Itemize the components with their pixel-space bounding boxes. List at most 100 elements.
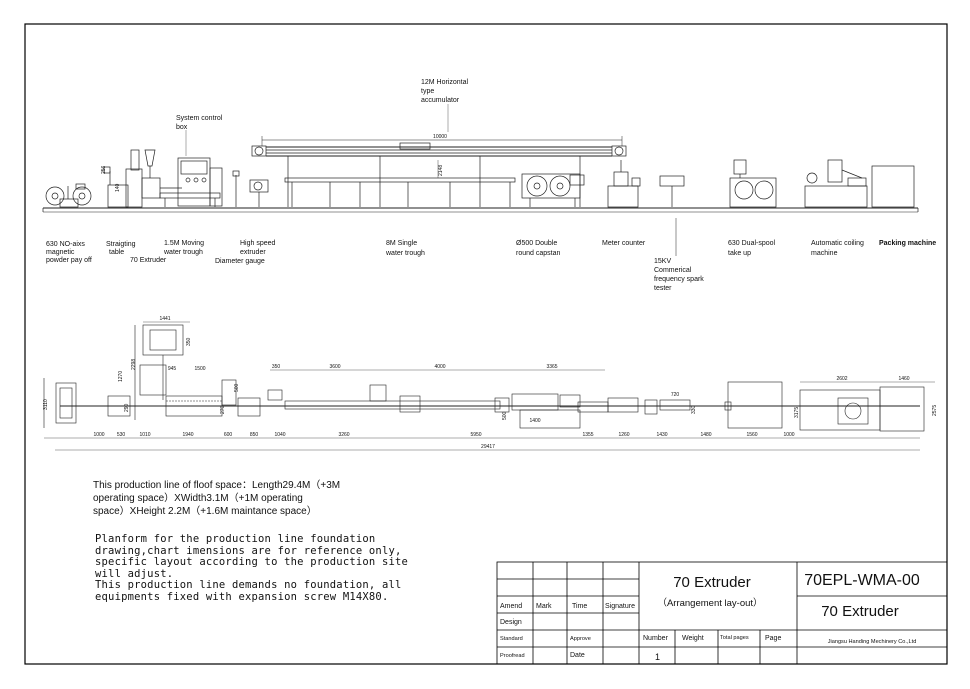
coiling-label-2: machine [811,250,838,257]
tb-total-pages: Total pages [720,635,749,641]
dim-v-1: 3110 [43,399,49,410]
tb-page: Page [765,635,781,642]
plan-dimension-lines [44,321,935,451]
dim-bottom-1: 1000 [93,432,104,438]
control-box [159,157,223,207]
floor-space-line-3: space）XHeight 2.2M（+1.6M maintance space… [93,506,317,517]
floor-space-line-2: operating space）XWidth3.1M（+1M operating [93,493,303,504]
plan-dimension-labels: 1441 350 3600 4000 3365 1500 945 2602 14… [43,316,938,450]
meter-counter-label: Meter counter [602,240,646,247]
packing-machine [871,165,915,208]
accumulator-label-2: type [421,88,434,95]
dim-top-1500: 1500 [194,366,205,372]
dim-bottom-13: 1480 [700,432,711,438]
title-block [496,561,948,665]
payoff-label-2: magnetic [46,249,75,256]
water-trough [284,177,516,207]
straightening-table [103,166,129,208]
dim-top-4000: 4000 [434,364,445,370]
dim-bottom-15: 1000 [783,432,794,438]
dim-v-8: 330 [691,405,697,414]
tb-approve: Approve [570,636,591,642]
spark-tester-label-3: frequency spark [654,276,704,283]
plan-view [43,324,925,432]
dim-v-2: 2298 [131,359,137,370]
tb-drawing-no: 70EPL-WMA-00 [804,572,920,589]
take-up-label-1: 630 Dual-spool [728,240,776,247]
dim-top-350: 350 [272,364,281,370]
dim-bottom-12: 1430 [656,432,667,438]
dim-top-945: 945 [168,366,177,372]
extruder-label: 70 Extruder [130,257,167,264]
dim-bottom-8: 3260 [338,432,349,438]
water-trough-label-2: water trough [385,250,425,257]
high-speed-extruder-label-1: High speed [240,240,276,247]
dim-bottom-11: 1260 [618,432,629,438]
dim-bottom-3: 1010 [139,432,150,438]
high-speed-extruder [232,170,269,207]
dim-v-4: 290 [124,403,130,412]
dim-top-3600: 3600 [329,364,340,370]
elevation-view [42,136,919,256]
dim-top-1460: 1460 [898,376,909,382]
tb-date: Date [570,652,585,659]
leader-lines [185,104,449,156]
foundation-line-2: drawing,chart imensions are for referenc… [95,544,402,557]
spark-tester-label-4: tester [654,285,672,292]
tb-subtitle: （Arrangement lay-out） [657,597,762,609]
title-block-text: 70 Extruder （Arrangement lay-out） 70EPL-… [500,572,920,662]
tb-page-value: 1 [655,652,660,662]
dim-bottom-14: 1560 [746,432,757,438]
accumulator-label-3: accumulator [421,97,460,104]
floor-space-line-1: This production line of floof space：Leng… [93,480,341,491]
dim-v-10: 500 [502,411,508,420]
tb-amend: Amend [500,603,522,610]
capstan [521,173,585,207]
foundation-line-3: specific layout according to the product… [95,556,409,568]
extruder-machine [125,149,182,208]
dim-256: 256 [101,165,107,174]
dim-bottom-2: 530 [117,432,126,438]
payoff-label-1: 630 NO-aixs [46,241,85,248]
dim-v-3: 1270 [118,371,124,382]
high-speed-extruder-label-2: extruder [240,249,266,256]
dim-top-1400: 1400 [529,418,540,424]
dim-v-6: 500 [234,383,240,392]
elevation-labels: 630 NO-aixs magnetic powder pay off Stra… [46,79,936,292]
tb-weight: Weight [682,635,704,642]
coiling-machine [804,159,868,208]
floor-space-note: This production line of floof space：Leng… [93,479,423,518]
dim-top-720: 720 [671,392,680,398]
dim-2148: 2148 [438,165,444,176]
foundation-line-4: will adjust. [95,567,174,580]
tb-time: Time [572,603,587,610]
tb-signature: Signature [605,603,635,610]
capstan-label-1: Ø500 Double [516,240,557,247]
foundation-line-6: equipments fixed with expansion screw M1… [95,590,389,603]
foundation-line-1: Planform for the production line foundat… [95,533,376,545]
meter-counter [607,160,641,208]
dim-top-2602: 2602 [836,376,847,382]
dim-v-5: 350 [186,337,192,346]
tb-title: 70 Extruder [673,574,751,591]
dim-bottom-5: 600 [224,432,233,438]
dim-total: 29417 [481,444,495,450]
tb-drawing-name: 70 Extruder [821,603,899,620]
dim-v-9: 3175 [794,407,800,418]
accumulator-length-dim: 10000 [433,134,447,140]
dim-bottom-6: 850 [250,432,259,438]
diameter-gauge-label: Diameter gauge [215,258,265,265]
payoff-machine [45,183,92,208]
tb-standard: Standard [500,636,523,642]
dim-bottom-7: 1040 [274,432,285,438]
straightening-label-1: Straigting [106,241,136,248]
dim-bottom-10: 1355 [582,432,593,438]
control-box-label-2: box [176,124,188,131]
drawing-frame [24,23,948,665]
water-trough-label-1: 8M Single [386,240,417,247]
foundation-line-5: This production line demands no foundati… [95,579,402,591]
take-up-machine [729,159,777,208]
spark-tester-label-1: 15KV [654,258,671,265]
dim-top-3365: 3365 [546,364,557,370]
